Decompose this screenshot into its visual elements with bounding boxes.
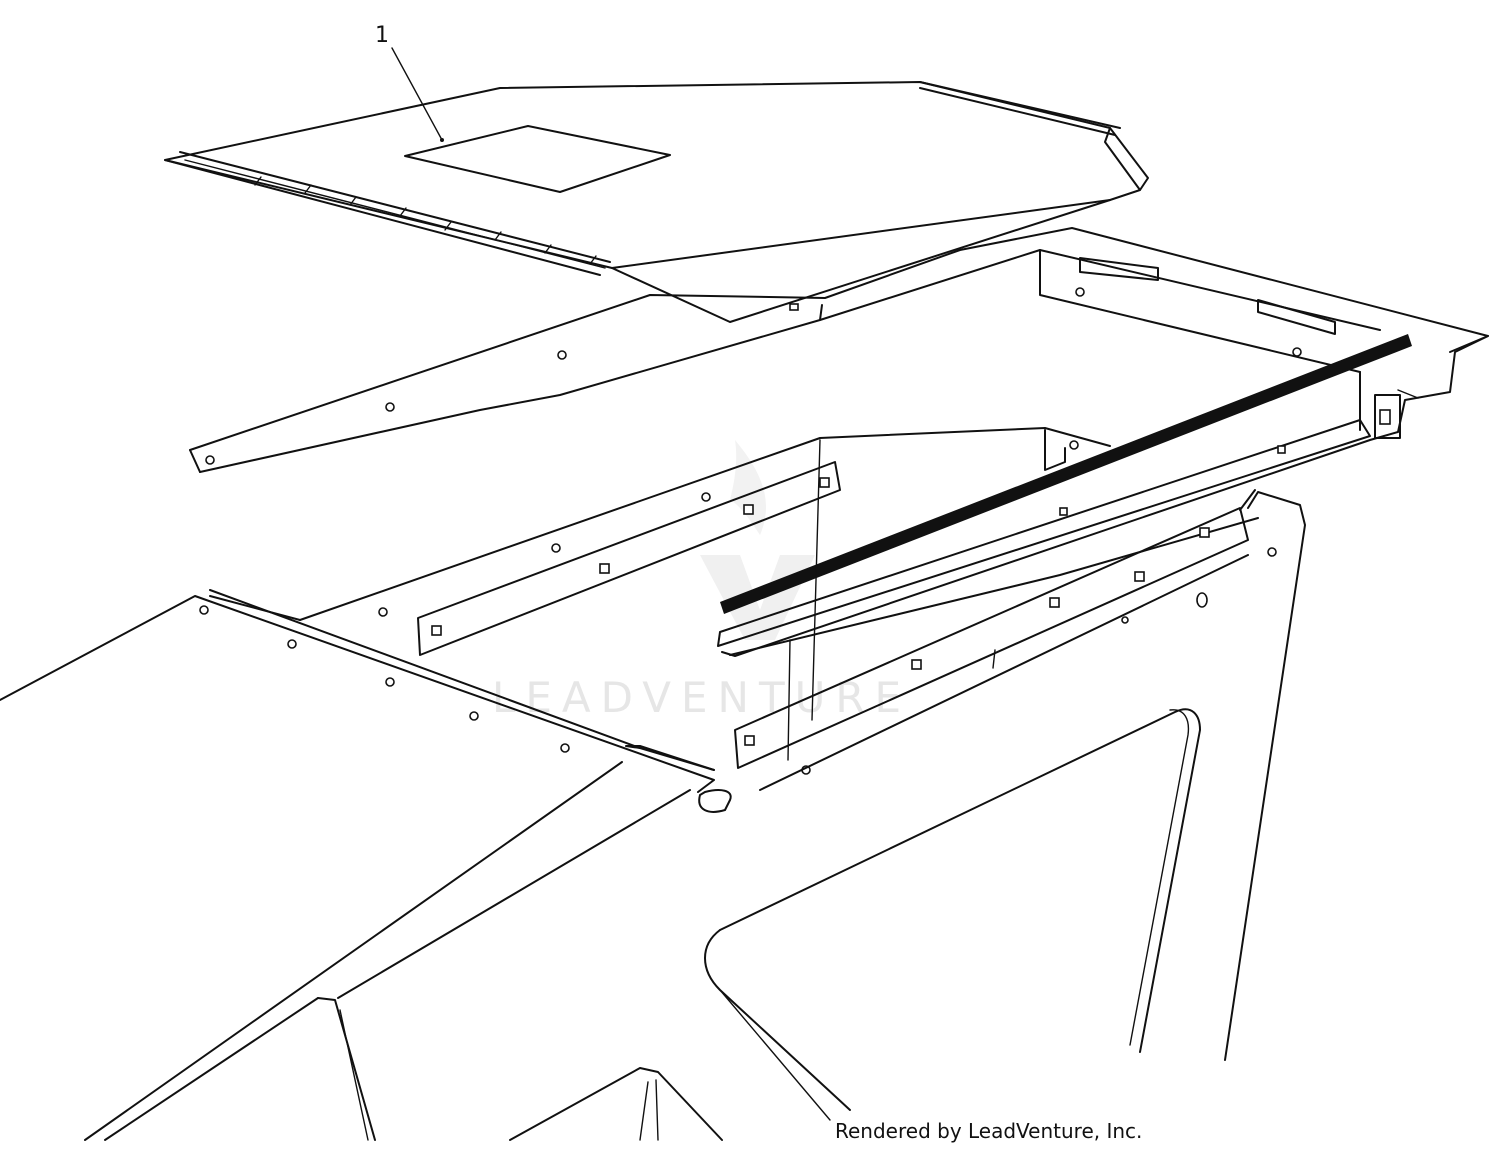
callout-1-label: 1: [375, 23, 389, 48]
callout-1-leader: [391, 47, 443, 141]
cab-left-panel: [0, 554, 1249, 1141]
cab-mid: [209, 427, 1111, 761]
cab-right-side: [801, 489, 1306, 1061]
watermark-text: LEADVENTURE: [492, 673, 911, 722]
roof-panel: [164, 81, 1149, 323]
hinge-tabs: [254, 176, 597, 265]
credit-text: Rendered by LeadVenture, Inc.: [835, 1119, 1142, 1143]
seal-strip: [720, 334, 1412, 614]
window-opening: [704, 708, 1201, 1111]
watermark-flame: [730, 440, 766, 535]
callout-1-dot: [440, 138, 444, 142]
left-strap: [417, 461, 841, 656]
credit-leader: [719, 989, 831, 1121]
right-rail: [717, 389, 1419, 656]
right-strap: [734, 507, 1249, 769]
